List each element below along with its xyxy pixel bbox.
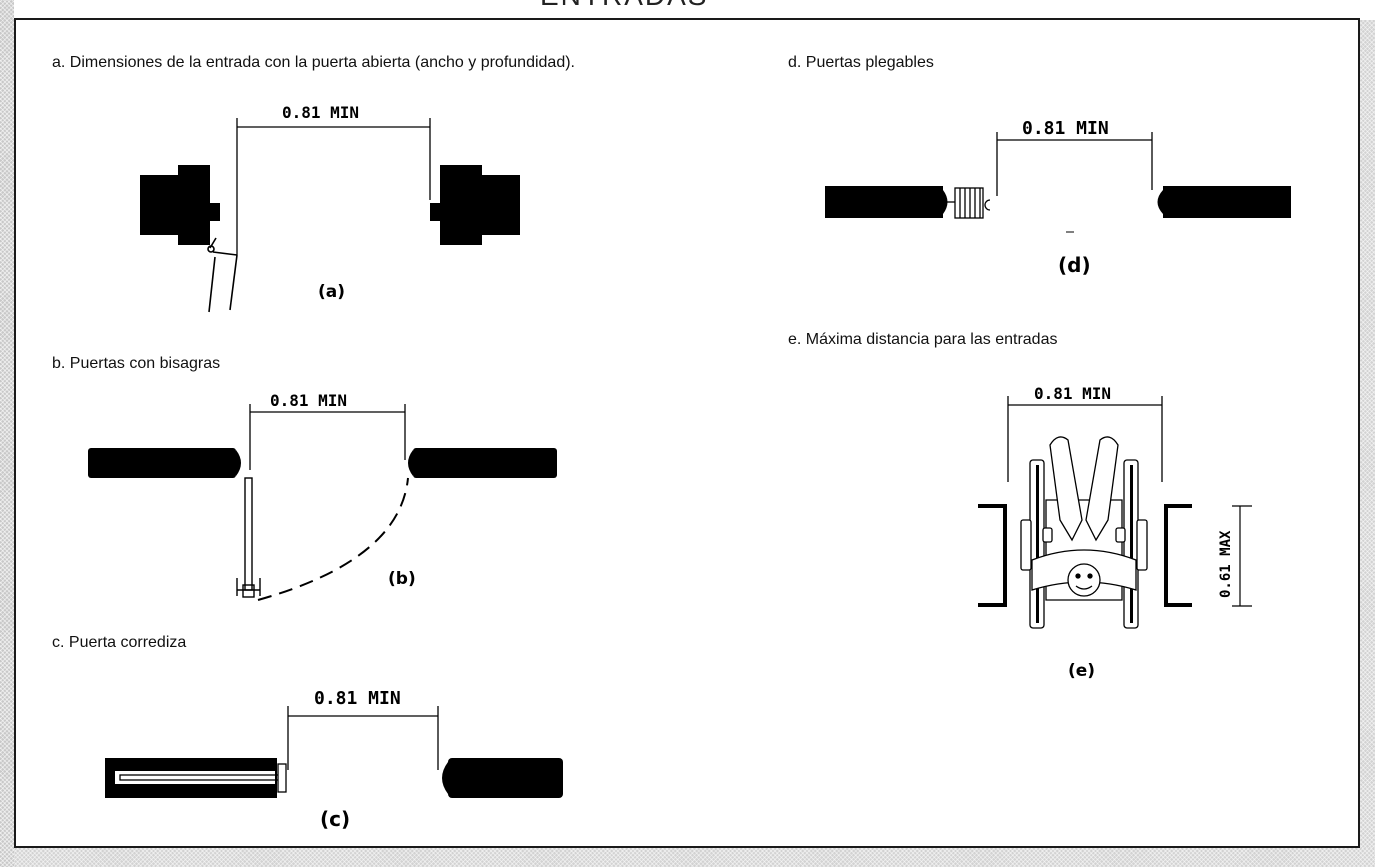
wall-left-a — [140, 165, 220, 245]
figure-label-b: (b) — [388, 569, 416, 589]
dimension-label-e-width: 0.81 MIN — [1034, 384, 1111, 403]
open-door-a — [207, 237, 238, 313]
wall-left-b — [88, 448, 236, 478]
folding-door-d — [943, 187, 991, 219]
figure-e: 0.81 MIN 0.61 MAX — [978, 384, 1252, 681]
caption-d: d. Puertas plegables — [788, 54, 934, 71]
dimension-label-a: 0.81 MIN — [282, 103, 359, 122]
figure-label-e: (e) — [1068, 661, 1095, 681]
dimension-line-b — [249, 404, 406, 470]
dimension-line-a — [236, 118, 431, 255]
wheelchair-user-icon — [1020, 436, 1148, 629]
diagram-frame — [14, 18, 1360, 848]
wall-left-d — [825, 186, 948, 218]
wall-right-b — [413, 448, 557, 478]
door-swing-arc-b — [257, 477, 409, 601]
left-pattern-strip — [0, 0, 14, 867]
figure-d: 0.81 MIN (d) — [825, 118, 1291, 277]
hinged-door-b — [236, 477, 261, 598]
caption-e: e. Máxima distancia para las entradas — [788, 331, 1058, 348]
figure-label-d: (d) — [1058, 253, 1091, 277]
caption-c: c. Puerta corrediza — [52, 634, 187, 651]
wall-right-d — [1157, 186, 1291, 218]
figure-b: 0.81 MIN (b) — [88, 391, 557, 601]
wall-left-c — [105, 758, 287, 798]
caption-b: b. Puertas con bisagras — [52, 355, 221, 372]
depth-dimension-e — [1232, 505, 1252, 607]
figure-label-c: (c) — [320, 807, 350, 831]
wall-bracket-right-e — [1164, 504, 1192, 607]
bottom-pattern-strip — [14, 848, 1375, 867]
dimension-label-d: 0.81 MIN — [1022, 118, 1109, 139]
wall-bracket-left-e — [978, 504, 1007, 607]
dimension-label-c: 0.81 MIN — [314, 688, 401, 709]
figure-label-a: (a) — [318, 282, 345, 302]
dimension-line-c — [287, 706, 439, 770]
wall-right-a — [430, 165, 520, 245]
figure-c: 0.81 MIN (c) — [105, 688, 563, 831]
right-pattern-strip — [1360, 20, 1375, 867]
figure-a: 0.81 MIN (a) — [140, 103, 520, 313]
dimension-label-e-depth: 0.61 MAX — [1218, 530, 1234, 598]
top-band — [0, 0, 1375, 20]
dimension-line-d — [996, 132, 1153, 196]
caption-a: a. Dimensiones de la entrada con la puer… — [52, 54, 575, 71]
page-title-fragment: ENTRADAS — [540, 0, 840, 8]
wall-right-c — [442, 758, 563, 798]
dimension-line-e — [1007, 396, 1163, 482]
dimension-label-b: 0.81 MIN — [270, 391, 347, 410]
